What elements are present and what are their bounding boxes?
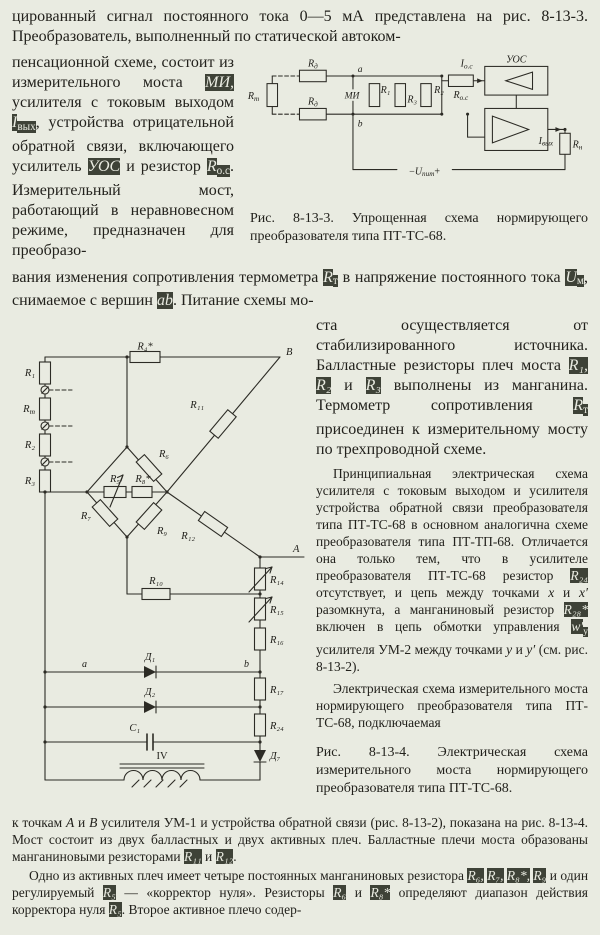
label-r15: R₁₅ xyxy=(269,605,284,616)
label-uos: УОС xyxy=(506,55,527,66)
label-rt: Rт xyxy=(247,91,259,103)
paragraph-right-3: Электрическая схема измерительного моста… xyxy=(316,680,588,730)
label-iout: Iвых xyxy=(538,136,554,148)
label-r3: R₃ xyxy=(406,95,417,106)
label-d1: Д₁ xyxy=(144,652,155,663)
label-rn: Rн xyxy=(572,140,583,152)
label-r5: R₅ xyxy=(109,474,120,485)
label-d2: Д₂ xyxy=(144,687,156,698)
label-r6: R₆ xyxy=(158,449,169,460)
fig3-wires xyxy=(271,75,566,171)
figure-8-13-4: R₁ Rт R₂ R₃ R₄* B R₁₁ R₁₂ A R₅ R₈* R₆ R₇… xyxy=(12,316,310,804)
paragraph-bottom-2: Одно из активных плеч имеет четыре посто… xyxy=(12,868,589,918)
fig3-labels: Rт Rд Rд МИ a b R₁ R₃ R₂ Rо.с Iо.с УОС I… xyxy=(247,55,583,179)
label-r1: R₁ xyxy=(24,368,35,379)
figure-8-13-3: Rт Rд Rд МИ a b R₁ R₃ R₂ Rо.с Iо.с УОС I… xyxy=(246,53,588,261)
label-r1: R₁ xyxy=(380,85,391,96)
label-r14: R₁₄ xyxy=(269,575,284,586)
paragraph-top: цированный сигнал постоянного тока 0—5 м… xyxy=(12,8,588,45)
label-r7: R₇ xyxy=(80,511,91,522)
fig3-schematic-svg: Rт Rд Rд МИ a b R₁ R₃ R₂ Rо.с Iо.с УОС I… xyxy=(247,55,583,179)
label-r8: R₈* xyxy=(134,474,151,485)
label-r11: R₁₁ xyxy=(189,400,204,411)
label-rt: Rт xyxy=(22,404,35,416)
label-ioc: Iо.с xyxy=(460,58,474,70)
paragraph-right-2: Принципиальная электрическая схема усили… xyxy=(316,466,588,674)
label-d7: Д₇ xyxy=(269,751,281,762)
label-mi: МИ xyxy=(344,90,361,101)
label-r12: R₁₂ xyxy=(180,531,195,542)
label-r16: R₁₆ xyxy=(269,635,284,646)
label-r10: R₁₀ xyxy=(148,576,163,587)
section-figure-4: R₁ Rт R₂ R₃ R₄* B R₁₁ R₁₂ A R₅ R₈* R₆ R₇… xyxy=(12,316,588,804)
paragraph-right-1: ста осуществляется от стабилизированного… xyxy=(316,317,589,459)
label-r24: R₂₄ xyxy=(269,721,284,732)
fig4-labels: R₁ Rт R₂ R₃ R₄* B R₁₁ R₁₂ A R₅ R₈* R₆ R₇… xyxy=(22,342,300,762)
label-rd2: Rд xyxy=(307,97,318,109)
label-r2: R₂ xyxy=(24,440,35,451)
section-bottom: к точкам A и B усилителя УМ-1 и устройст… xyxy=(12,814,588,918)
column-left-text: пенсационной схеме, состоит из измерител… xyxy=(12,54,234,259)
label-point-b: b xyxy=(244,659,249,670)
label-node-b: b xyxy=(358,119,363,130)
label-point-a: a xyxy=(82,659,87,670)
fig3-components xyxy=(266,65,571,155)
label-winding-iv: IV xyxy=(156,751,167,762)
label-node-A: A xyxy=(292,544,300,555)
column-right: ста осуществляется от стабилизированного… xyxy=(310,316,588,804)
label-r2: R₂ xyxy=(433,85,444,96)
label-r17: R₁₇ xyxy=(269,685,284,696)
fig4-schematic-svg: R₁ Rт R₂ R₃ R₄* B R₁₁ R₁₂ A R₅ R₈* R₆ R₇… xyxy=(22,342,305,788)
paragraph-bottom-1: к точкам A и B усилителя УМ-1 и устройст… xyxy=(12,815,588,865)
label-rd1: Rд xyxy=(307,58,318,70)
paragraph-mid: вания изменения сопротивления термометра… xyxy=(12,268,588,310)
label-roc: Rо.с xyxy=(453,90,469,102)
label-node-a: a xyxy=(358,64,363,75)
figure-8-13-4-caption: Рис. 8-13-4. Электрическая схема измерит… xyxy=(316,744,588,796)
label-c1: C₁ xyxy=(129,723,140,734)
label-r9: R₉ xyxy=(156,526,167,537)
label-r3: R₃ xyxy=(24,476,35,487)
label-upit: −Uпит+ xyxy=(409,166,440,178)
fig4-components xyxy=(38,351,273,763)
label-r4: R₄* xyxy=(136,342,153,353)
figure-8-13-3-caption: Рис. 8-13-3. Упрощенная схема нормирующе… xyxy=(250,211,588,244)
section-figure-3: пенсационной схеме, состоит из измерител… xyxy=(12,53,588,261)
label-node-B: B xyxy=(286,347,293,358)
